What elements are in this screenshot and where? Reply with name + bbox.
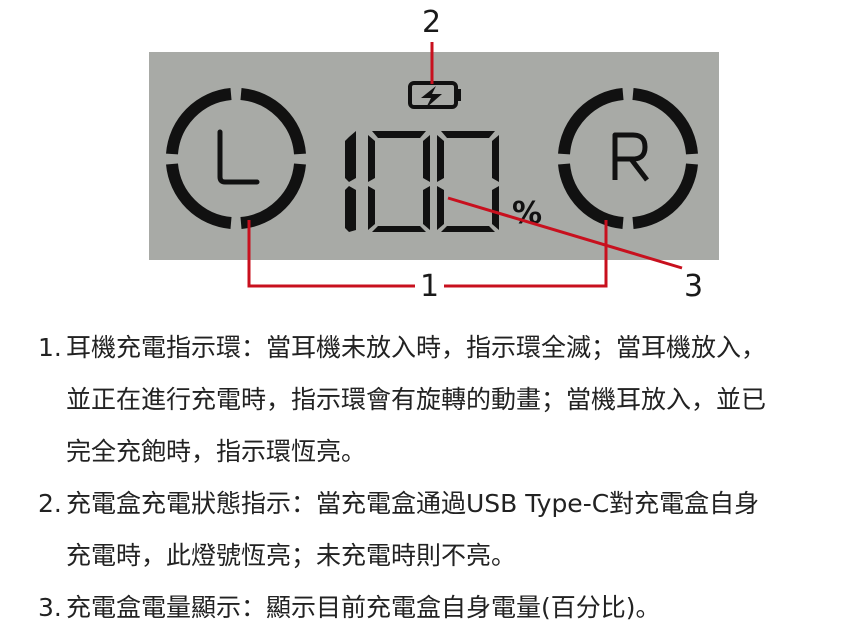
callout-number-2: 2 xyxy=(422,5,442,40)
item-text-line: 充電盒充電狀態指示：當充電盒通過USB Type-C對充電盒自身 xyxy=(66,489,760,518)
description-item-3: 3.充電盒電量顯示：顯示目前充電盒自身電量(百分比)。 xyxy=(38,582,864,634)
description-list: 1.耳機充電指示環：當耳機未放入時，指示環全滅；當耳機放入， 並正在進行充電時，… xyxy=(38,322,864,634)
lcd-diagram: % 2 1 3 xyxy=(0,0,864,310)
item-text-line: 充電盒電量顯示：顯示目前充電盒自身電量(百分比)。 xyxy=(66,593,661,622)
description-item-1: 1.耳機充電指示環：當耳機未放入時，指示環全滅；當耳機放入， 並正在進行充電時，… xyxy=(38,322,864,478)
right-earbud-ring-icon xyxy=(558,88,698,229)
lcd-diagram-graphic: % xyxy=(149,42,719,288)
description-item-2: 2.充電盒充電狀態指示：當充電盒通過USB Type-C對充電盒自身 充電時，此… xyxy=(38,478,864,582)
right-label-R-icon xyxy=(612,132,649,182)
callout-number-3: 3 xyxy=(684,269,704,304)
percentage-digits-display xyxy=(345,131,499,232)
item-number: 2. xyxy=(38,489,62,518)
item-text-line: 並正在進行充電時，指示環會有旋轉的動畫；當機耳放入，並已 xyxy=(66,385,767,414)
left-label-L-icon xyxy=(217,129,260,185)
item-text-line: 耳機充電指示環：當耳機未放入時，指示環全滅；當耳機放入， xyxy=(66,333,767,362)
callout-lines xyxy=(247,42,683,288)
left-earbud-ring-icon xyxy=(166,88,306,229)
item-number: 3. xyxy=(38,593,62,622)
item-number: 1. xyxy=(38,333,62,362)
item-text-line: 充電時，此燈號恆亮；未充電時則不亮。 xyxy=(66,541,517,570)
callout-number-1: 1 xyxy=(420,269,440,304)
item-text-line: 完全充飽時，指示環恆亮。 xyxy=(66,437,367,466)
